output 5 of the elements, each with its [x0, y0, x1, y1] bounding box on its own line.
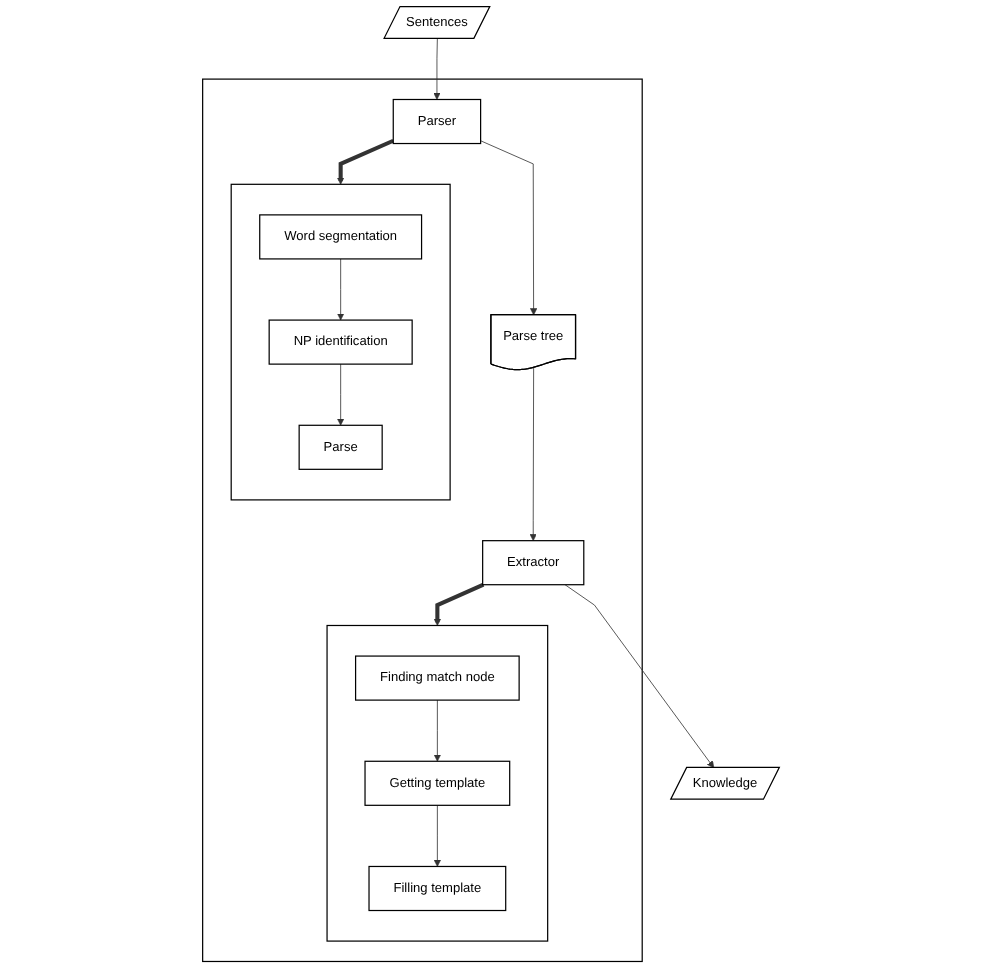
cluster	[230, 183, 451, 501]
arrow	[337, 138, 395, 185]
cluster	[202, 78, 643, 963]
cluster	[326, 624, 549, 942]
arrow	[433, 582, 485, 626]
